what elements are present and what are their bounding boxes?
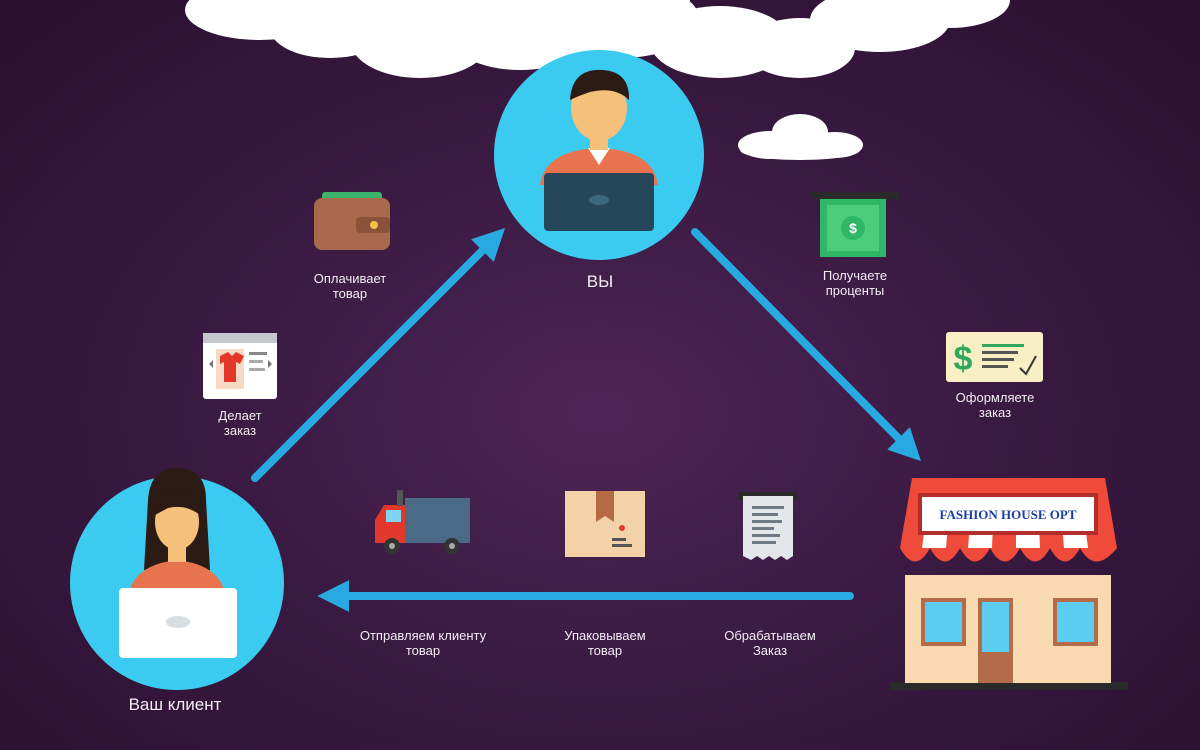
package-icon <box>565 491 645 557</box>
step-send-goods-label: Отправляем клиенту товар <box>359 628 487 658</box>
shop-sign-text: FASHION HOUSE OPT <box>939 507 1076 522</box>
wallet-icon <box>314 192 390 250</box>
receipt-icon <box>738 492 798 560</box>
order-site-icon <box>203 333 277 399</box>
step-pays-label: Оплачивает товар <box>313 271 387 301</box>
svg-text:$: $ <box>954 340 973 378</box>
money-receive-icon: $ <box>809 192 899 257</box>
shop-icon <box>890 478 1128 690</box>
client-label: Ваш клиент <box>128 695 222 714</box>
cloud-small-icon <box>738 114 863 160</box>
you-avatar <box>494 50 704 260</box>
client-avatar <box>70 468 284 690</box>
step-process-order-label: Обрабатываем Заказ <box>724 628 816 658</box>
step-receive-percent-label: Получаете проценты <box>822 268 888 298</box>
arrow-you-to-shop <box>691 228 921 462</box>
step-pack-goods-label: Упаковываем товар <box>564 628 646 658</box>
invoice-icon: $ <box>946 332 1043 382</box>
step-place-order-label: Оформляете заказ <box>955 390 1035 420</box>
step-orders-label: Делает заказ <box>218 408 262 438</box>
cloud-top-icon <box>185 0 1010 78</box>
arrow-client-to-you <box>251 227 506 482</box>
svg-text:$: $ <box>849 220 857 236</box>
truck-icon <box>375 490 470 554</box>
you-label: ВЫ <box>586 272 614 291</box>
